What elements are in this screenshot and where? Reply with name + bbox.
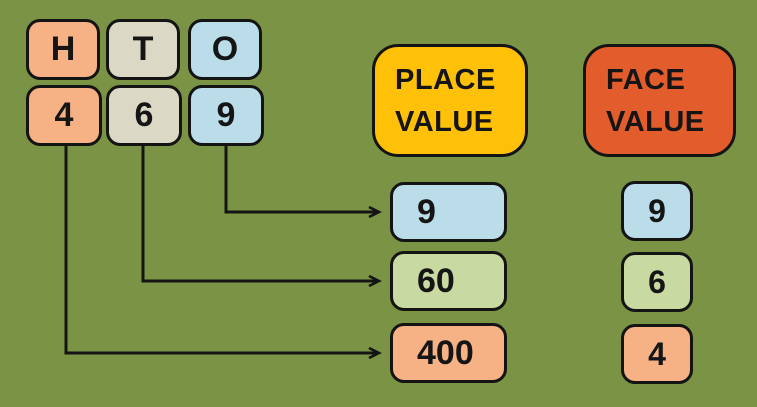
face-value-tens: 6 bbox=[621, 252, 693, 312]
place-value-header: PLACE VALUE bbox=[372, 44, 528, 157]
arrow-ones-to-place-value bbox=[224, 146, 378, 212]
letter-o: O bbox=[211, 30, 239, 68]
digit-6: 6 bbox=[134, 96, 154, 134]
place-value-header-line2: VALUE bbox=[395, 105, 494, 138]
place-value-header-line1: PLACE bbox=[395, 63, 496, 96]
place-value-hundreds-label: 400 bbox=[417, 333, 474, 372]
place-value-tens: 60 bbox=[390, 251, 507, 311]
place-value-ones-label: 9 bbox=[417, 192, 436, 231]
place-value-tens-label: 60 bbox=[417, 261, 455, 300]
face-value-ones-label: 9 bbox=[648, 192, 666, 229]
digit-4: 4 bbox=[54, 96, 74, 134]
arrow-tens-to-place-value bbox=[141, 146, 378, 281]
digit-tens: 6 bbox=[106, 85, 182, 146]
digit-hundreds: 4 bbox=[26, 85, 102, 146]
face-value-hundreds-label: 4 bbox=[648, 335, 666, 372]
place-value-hundreds: 400 bbox=[390, 323, 507, 383]
letter-h: H bbox=[50, 30, 76, 68]
face-value-ones: 9 bbox=[621, 181, 693, 241]
digit-9: 9 bbox=[216, 96, 236, 134]
digit-ones: 9 bbox=[188, 85, 264, 146]
column-letter-hundreds: H bbox=[26, 19, 100, 80]
face-value-hundreds: 4 bbox=[621, 324, 693, 384]
face-value-header: FACE VALUE bbox=[583, 44, 736, 157]
letter-t: T bbox=[132, 30, 154, 68]
column-letter-ones: O bbox=[188, 19, 262, 80]
place-value-ones: 9 bbox=[390, 182, 507, 242]
face-value-header-line1: FACE bbox=[606, 63, 686, 96]
face-value-header-line2: VALUE bbox=[606, 105, 705, 138]
column-letter-tens: T bbox=[106, 19, 180, 80]
face-value-tens-label: 6 bbox=[648, 263, 666, 300]
arrow-hundreds-to-place-value bbox=[64, 146, 378, 353]
